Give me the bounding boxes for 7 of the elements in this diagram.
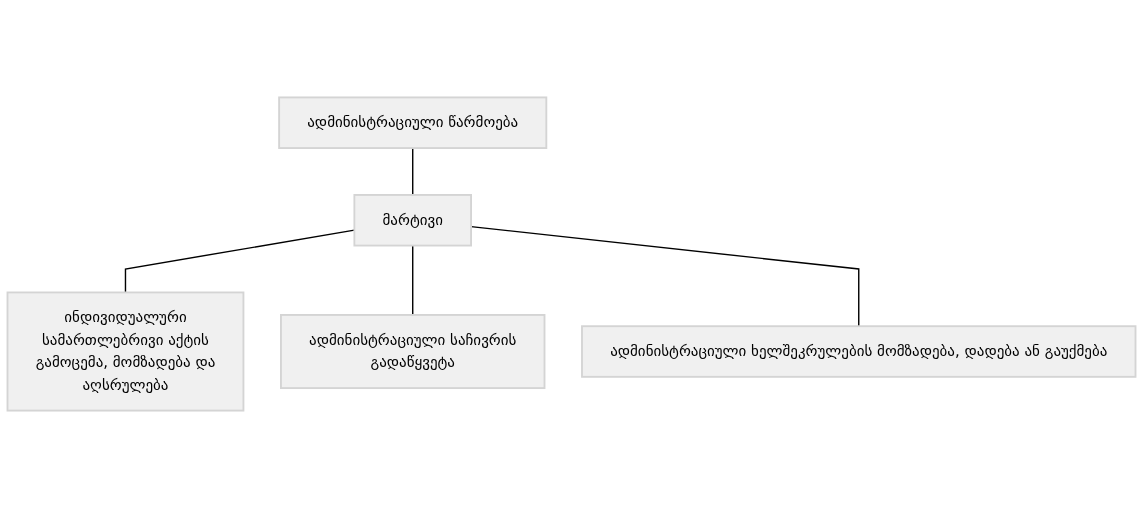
node-box: ადმინისტრაციული ხელშეკრულების მომზადება, დადება ან გაუქმება xyxy=(581,325,1137,378)
node-box: ინდივიდუალური სამართლებრივი აქტის გამოცემა, მომზადება და აღსრულება xyxy=(6,291,245,412)
node-box: მარტივი xyxy=(353,194,472,247)
node-box: ადმინისტრაციული საჩივრის გადაწყვეტა xyxy=(280,314,546,390)
node-box: ადმინისტრაციული წარმოება xyxy=(278,96,548,149)
connector xyxy=(412,147,414,196)
connector xyxy=(412,244,414,316)
